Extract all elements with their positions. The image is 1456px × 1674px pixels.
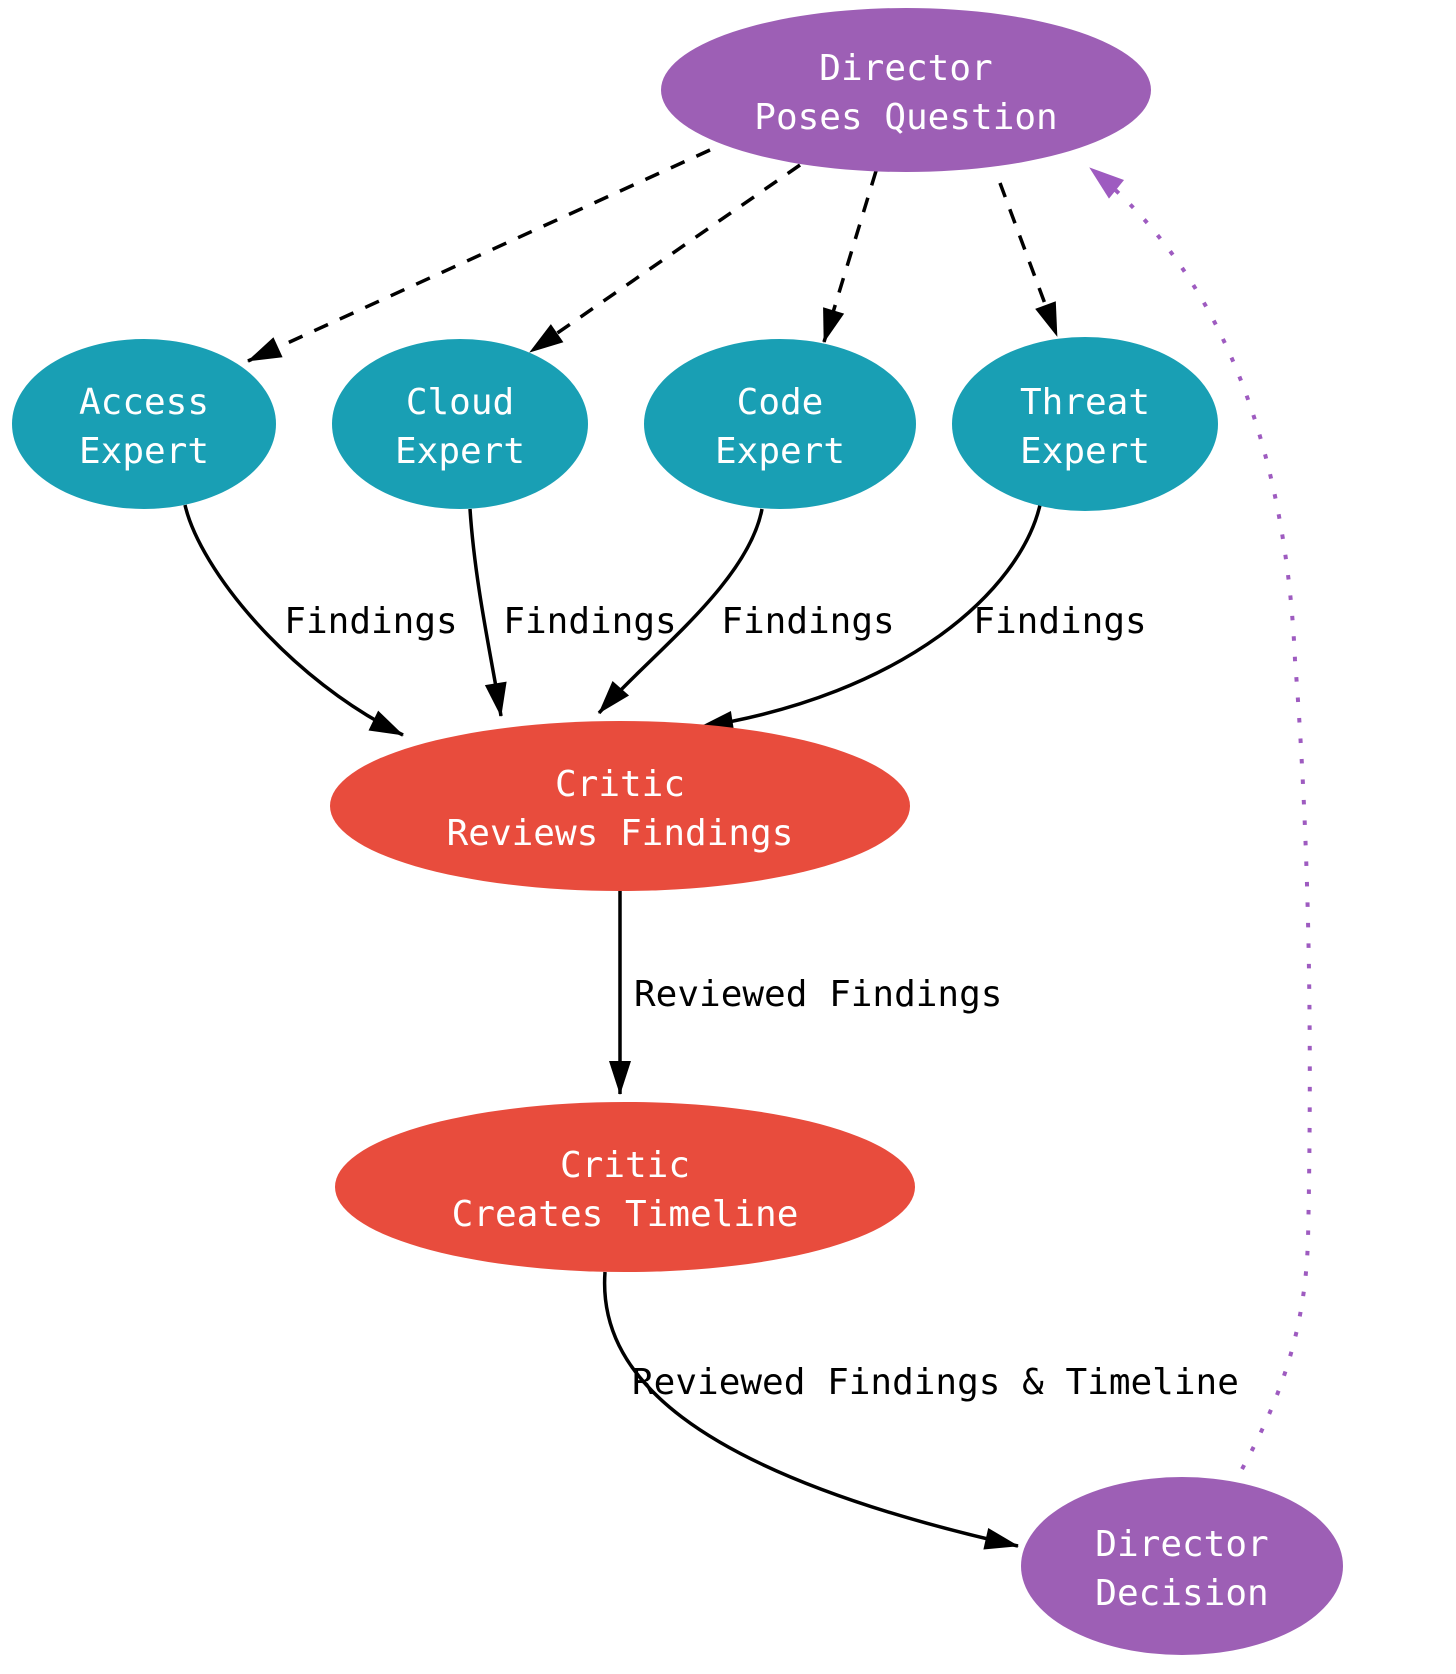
- node-cloud-expert-line2: Expert: [395, 431, 525, 472]
- edge-threat-expert-to-critic: [699, 504, 1042, 733]
- node-access-expert-line2: Expert: [79, 431, 209, 472]
- edge-critic-timeline-to-director-decision: [602, 1271, 1019, 1550]
- node-critic-creates-timeline-line1: Critic: [560, 1145, 690, 1186]
- edge-label-reviewed-findings-timeline: Reviewed Findings & Timeline: [632, 1362, 1239, 1403]
- edge-director-to-code-expert: [822, 170, 878, 343]
- node-cloud-expert-shape: [332, 339, 588, 509]
- node-critic-reviews-findings: Critic Reviews Findings: [330, 721, 910, 891]
- edge-access-expert-to-critic: [183, 504, 404, 737]
- node-director-decision: Director Decision: [1021, 1477, 1343, 1655]
- node-critic-creates-timeline: Critic Creates Timeline: [335, 1102, 915, 1272]
- node-code-expert-line1: Code: [737, 382, 824, 423]
- node-code-expert: Code Expert: [644, 339, 916, 509]
- edge-label-threat-findings: Findings: [973, 601, 1146, 642]
- node-director-poses-question-line1: Director: [819, 48, 992, 89]
- node-cloud-expert: Cloud Expert: [332, 339, 588, 509]
- edge-director-to-access-expert: [247, 148, 711, 363]
- edge-cloud-expert-to-critic: [468, 508, 507, 717]
- node-threat-expert-line2: Expert: [1020, 431, 1150, 472]
- edge-director-to-threat-expert: [998, 182, 1059, 337]
- node-director-decision-line2: Decision: [1095, 1573, 1268, 1614]
- node-director-decision-line1: Director: [1095, 1524, 1268, 1565]
- edge-label-reviewed-findings: Reviewed Findings: [634, 974, 1002, 1015]
- node-access-expert-line1: Access: [79, 382, 209, 423]
- node-director-poses-question: Director Poses Question: [661, 8, 1151, 172]
- node-director-poses-question-line2: Poses Question: [754, 97, 1057, 138]
- node-critic-reviews-findings-line2: Reviews Findings: [447, 813, 794, 854]
- node-threat-expert-line1: Threat: [1020, 382, 1150, 423]
- edge-label-access-findings: Findings: [284, 601, 457, 642]
- edge-label-cloud-findings: Findings: [503, 601, 676, 642]
- node-cloud-expert-line1: Cloud: [406, 382, 514, 423]
- node-critic-reviews-findings-shape: [330, 721, 910, 891]
- node-access-expert: Access Expert: [12, 339, 276, 509]
- node-critic-reviews-findings-line1: Critic: [555, 764, 685, 805]
- node-director-decision-shape: [1021, 1477, 1343, 1655]
- edge-label-code-findings: Findings: [721, 601, 894, 642]
- edge-director-to-cloud-expert: [529, 163, 801, 354]
- node-director-poses-question-shape: [661, 8, 1151, 172]
- node-code-expert-shape: [644, 339, 916, 509]
- edge-code-expert-to-critic: [597, 508, 764, 715]
- node-access-expert-shape: [12, 339, 276, 509]
- node-code-expert-line2: Expert: [715, 431, 845, 472]
- node-threat-expert: Threat Expert: [952, 337, 1218, 511]
- node-critic-creates-timeline-shape: [335, 1102, 915, 1272]
- node-threat-expert-shape: [952, 337, 1218, 511]
- node-critic-creates-timeline-line2: Creates Timeline: [452, 1194, 799, 1235]
